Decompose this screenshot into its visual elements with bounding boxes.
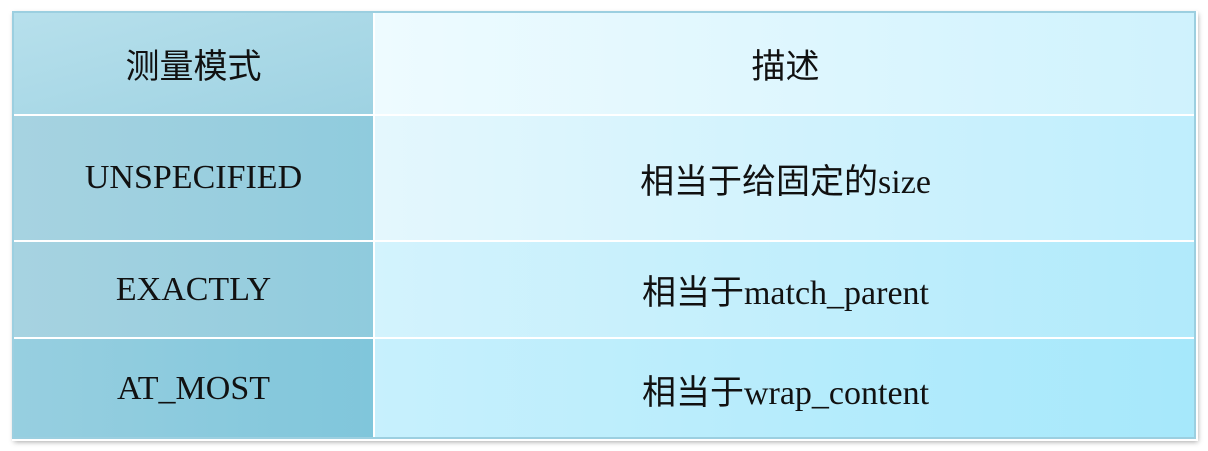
mode-cell: UNSPECIFIED [12,114,375,242]
mode-cell: AT_MOST [12,337,375,441]
table-row: AT_MOST 相当于wrap_content [12,337,1198,441]
header-measure-mode: 测量模式 [12,11,375,116]
table-row: UNSPECIFIED 相当于给固定的size [12,114,1198,242]
description-cell: 相当于wrap_content [373,337,1198,441]
header-description: 描述 [373,11,1198,116]
measure-mode-table-container: 测量模式 描述 UNSPECIFIED 相当于给固定的size EXACTLY … [12,11,1198,441]
measure-mode-table: 测量模式 描述 UNSPECIFIED 相当于给固定的size EXACTLY … [12,11,1198,441]
description-cell: 相当于给固定的size [373,114,1198,242]
mode-cell: EXACTLY [12,240,375,339]
table-row: EXACTLY 相当于match_parent [12,240,1198,339]
description-cell: 相当于match_parent [373,240,1198,339]
table-header-row: 测量模式 描述 [12,11,1198,116]
